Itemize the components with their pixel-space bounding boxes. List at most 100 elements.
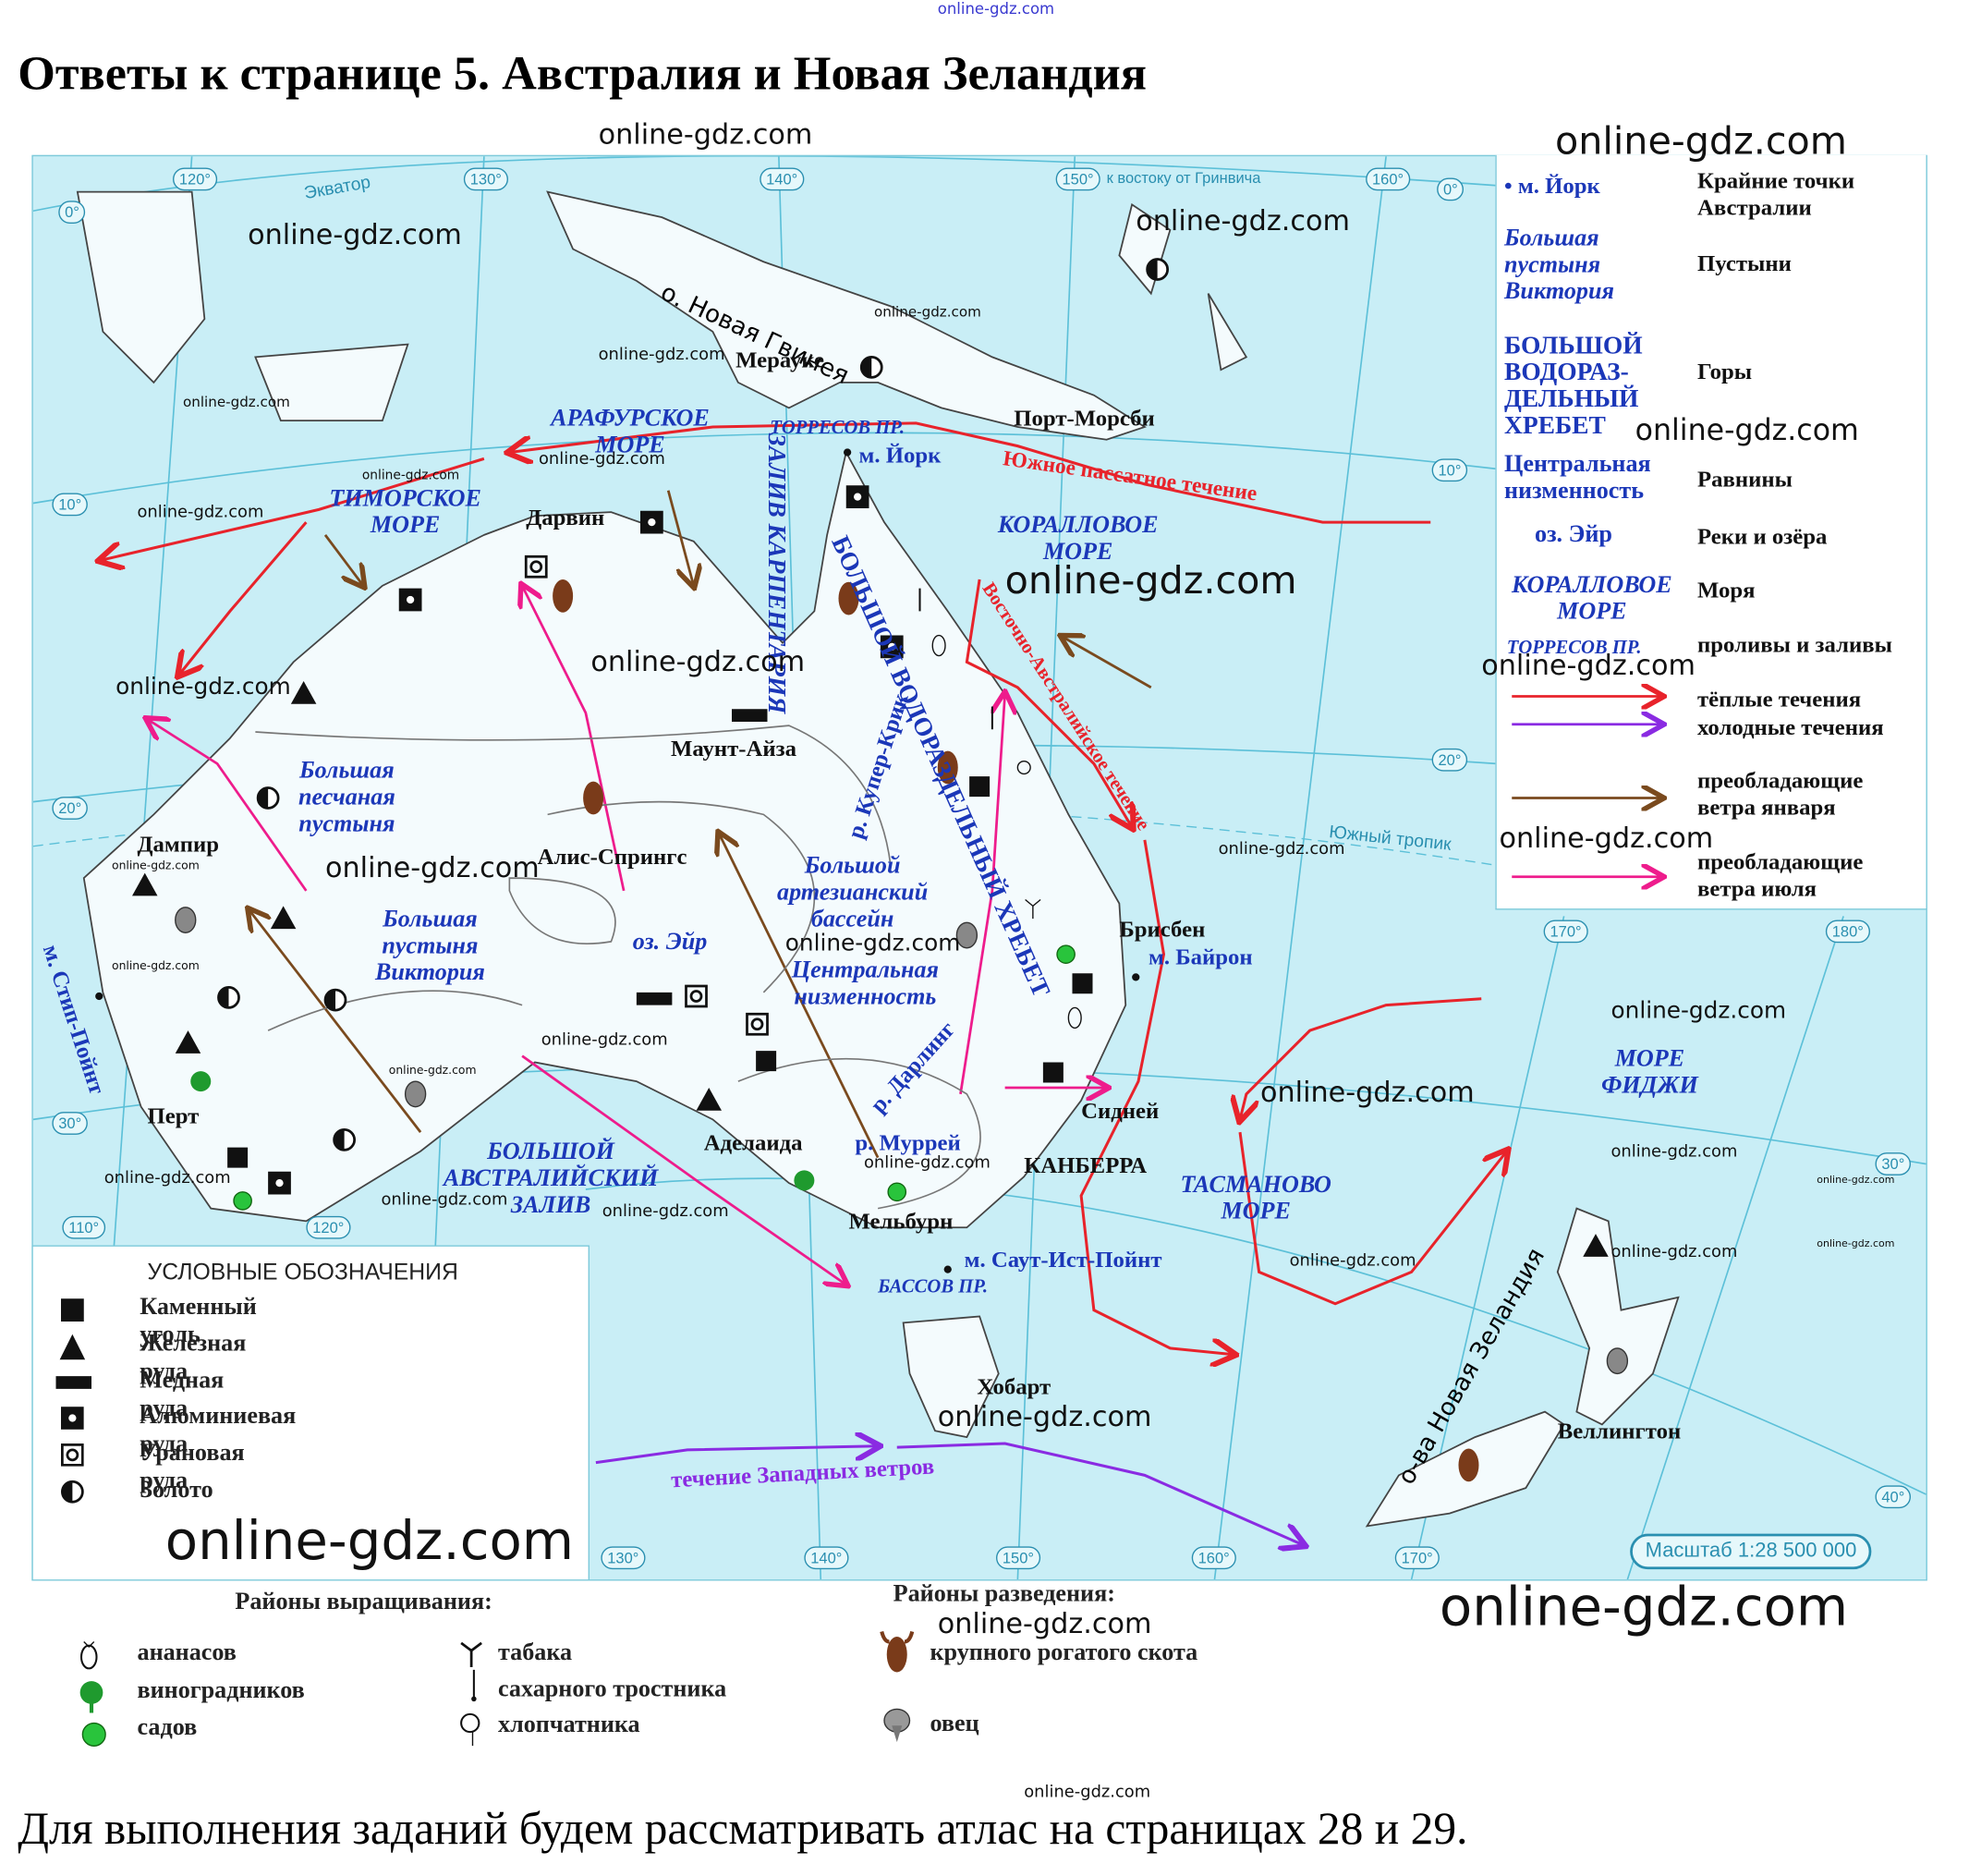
city-darwin: Дарвин bbox=[526, 504, 605, 530]
coal-symbol bbox=[969, 776, 991, 798]
city-merauke: Мерауке bbox=[735, 347, 825, 372]
copper-icon bbox=[55, 1376, 91, 1389]
watermark: online-gdz.com bbox=[1610, 1242, 1738, 1262]
degree-label: 130° bbox=[463, 167, 508, 191]
key-value: Равнины bbox=[1697, 466, 1793, 493]
iron-symbol bbox=[175, 1030, 201, 1054]
watermark: online-gdz.com bbox=[590, 646, 806, 679]
city-dampier: Дампир bbox=[137, 831, 220, 857]
growing-vineyards: виноградников bbox=[137, 1677, 305, 1704]
legend-label: Алюминиевая руда bbox=[140, 1403, 297, 1458]
degree-label: 20° bbox=[52, 797, 89, 820]
gulf-great-australian-bight: БОЛЬШОЙ АВСТРАЛИЙСКИЙ ЗАЛИВ bbox=[443, 1139, 659, 1219]
current-east-australian: Восточно-Австралийское течение bbox=[978, 579, 1153, 834]
key-value: Моря bbox=[1697, 577, 1756, 603]
degree-label: 170° bbox=[1394, 1546, 1440, 1570]
island bbox=[76, 190, 206, 384]
watermark: online-gdz.com bbox=[1136, 205, 1350, 238]
cape-steep-point: м. Стип-Пойнт bbox=[38, 941, 111, 1098]
new-guinea-island bbox=[546, 190, 1147, 441]
degree-label: 10° bbox=[52, 493, 89, 517]
degree-label: 180° bbox=[1825, 920, 1870, 944]
tobacco-icon bbox=[460, 1641, 482, 1667]
watermark: online-gdz.com bbox=[1817, 1174, 1895, 1186]
degree-label: 110° bbox=[62, 1215, 106, 1239]
coal-symbol bbox=[1072, 973, 1093, 994]
degree-label: 160° bbox=[1191, 1546, 1236, 1570]
key-january-winds: преобладающие ветра января bbox=[1697, 767, 1864, 820]
watermark: online-gdz.com bbox=[1260, 1078, 1475, 1110]
watermark: online-gdz.com bbox=[164, 1509, 575, 1572]
desert-great-sandy: Большая песчаная пустыня bbox=[298, 757, 395, 838]
watermark: online-gdz.com bbox=[248, 219, 462, 252]
key-rivers-lakes: оз. Эйр bbox=[1535, 520, 1612, 548]
watermark: online-gdz.com bbox=[112, 859, 200, 873]
watermark: online-gdz.com bbox=[1635, 414, 1859, 447]
watermark: online-gdz.com bbox=[874, 303, 981, 321]
degree-label: 130° bbox=[601, 1546, 646, 1570]
watermark: online-gdz.com bbox=[325, 852, 540, 884]
city-adelaide: Аделаида bbox=[703, 1129, 803, 1155]
key-seas: КОРАЛЛОВОЕ МОРЕ bbox=[1512, 571, 1672, 626]
iron-symbol bbox=[1583, 1234, 1609, 1257]
degree-label: 120° bbox=[306, 1215, 351, 1239]
degree-label: 160° bbox=[1366, 167, 1411, 191]
vineyard-symbol bbox=[190, 1071, 815, 1191]
cotton-symbol bbox=[1016, 760, 1031, 775]
coal-icon bbox=[61, 1298, 84, 1322]
watermark: online-gdz.com bbox=[115, 673, 291, 700]
watermark: online-gdz.com bbox=[1004, 559, 1297, 604]
degree-label: 10° bbox=[1431, 458, 1468, 482]
watermark: online-gdz.com bbox=[388, 1065, 477, 1078]
breeding-cattle: крупного рогатого скота bbox=[930, 1638, 1198, 1666]
map-canvas bbox=[32, 156, 1926, 1580]
tasmania-island bbox=[902, 1315, 1000, 1439]
label-new-zealand: о-ва Новая Зеландия bbox=[1392, 1243, 1550, 1490]
desert-great-victoria: Большая пустыня Виктория bbox=[374, 906, 485, 986]
watermark: online-gdz.com bbox=[937, 1401, 1152, 1433]
degree-label: 20° bbox=[1431, 748, 1468, 772]
key-straits: ТОРРЕСОВ ПР. bbox=[1506, 638, 1642, 659]
watermark: online-gdz.com bbox=[183, 394, 290, 411]
key-value: Горы bbox=[1697, 358, 1753, 384]
coal-symbol bbox=[756, 1051, 777, 1072]
city-sydney: Сидней bbox=[1081, 1098, 1160, 1124]
sugarcane-symbol bbox=[918, 588, 993, 730]
degree-label: 40° bbox=[1875, 1485, 1912, 1509]
current-west-winds: течение Западных ветров bbox=[670, 1453, 935, 1492]
key-warm-currents: тёплые течения bbox=[1697, 686, 1862, 713]
city-perth: Перт bbox=[147, 1102, 200, 1129]
page-title: Ответы к странице 5. Австралия и Новая З… bbox=[18, 46, 1148, 101]
watermark: online-gdz.com bbox=[137, 503, 264, 523]
growing-title: Районы выращивания: bbox=[235, 1588, 492, 1615]
orchard-symbol bbox=[233, 944, 1076, 1211]
city-alice-springs: Алис-Спрингс bbox=[537, 844, 687, 870]
cape-york: м. Йорк bbox=[858, 442, 942, 469]
current-south-trade: Южное пассатное течение bbox=[1001, 445, 1259, 506]
key-desert: Большая пустыня Виктория bbox=[1504, 225, 1614, 305]
key-mountains: БОЛЬШОЙ ВОДОРАЗ-ДЕЛЬНЫЙ ХРЕБЕТ bbox=[1504, 331, 1643, 440]
gold-symbol bbox=[217, 258, 1169, 1151]
cattle-icon bbox=[880, 1630, 915, 1673]
cape-points bbox=[95, 448, 1140, 1273]
key-value: Пустыни bbox=[1697, 250, 1792, 276]
degree-label: 140° bbox=[760, 167, 805, 191]
sea-tasman: ТАСМАНОВО МОРЕ bbox=[1180, 1171, 1331, 1225]
island bbox=[1207, 293, 1248, 372]
gold-icon bbox=[61, 1480, 84, 1504]
city-melbourne: Мельбурн bbox=[848, 1208, 954, 1235]
legend-label: Урановая руда bbox=[140, 1439, 245, 1494]
watermark: online-gdz.com bbox=[541, 1030, 668, 1050]
uranium-icon bbox=[61, 1444, 84, 1467]
degree-label: 30° bbox=[52, 1112, 89, 1135]
longitude-note: к востоку от Гринвича bbox=[1106, 168, 1261, 188]
watermark: online-gdz.com bbox=[1024, 1783, 1151, 1802]
pineapple-icon bbox=[79, 1641, 98, 1670]
basin-great-artesian: Большой артезианский бассейн bbox=[777, 852, 929, 933]
breeding-sheep: овец bbox=[930, 1710, 979, 1737]
city-port-moresby: Порт-Морсби bbox=[1014, 405, 1155, 432]
pineapple-symbol bbox=[931, 634, 1082, 1029]
coal-symbol bbox=[1042, 1062, 1064, 1083]
key-cold-currents: холодные течения bbox=[1697, 713, 1884, 740]
regions bbox=[255, 725, 981, 1210]
